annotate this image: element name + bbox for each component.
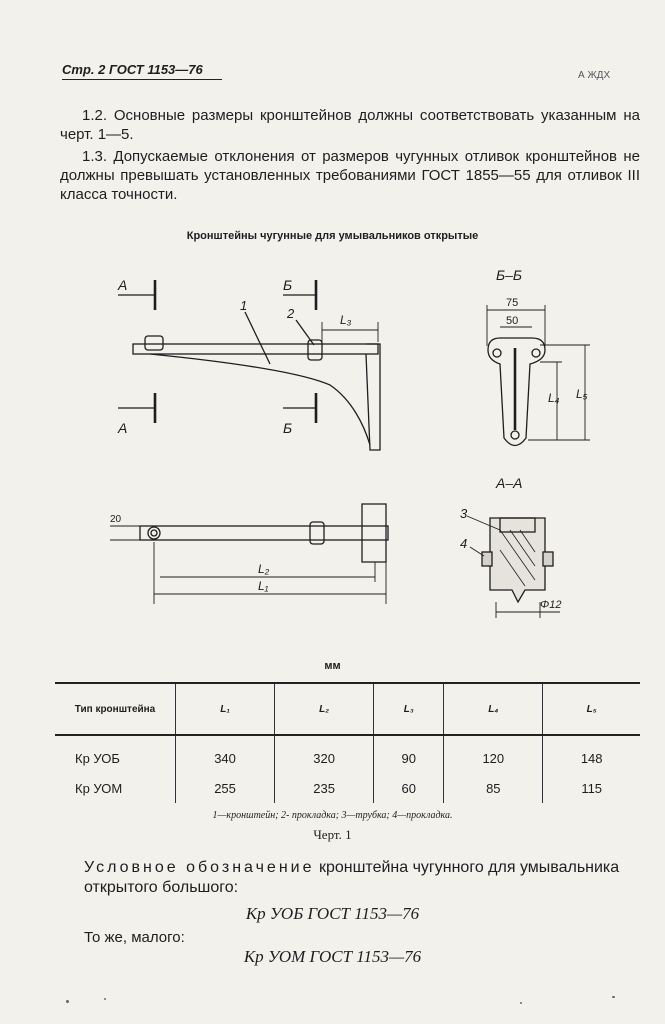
section-bb-view: Б–Б 75 50 L₄ L₅ bbox=[486, 267, 590, 447]
cell-l4: 85 bbox=[443, 773, 543, 803]
leader-3: 3 bbox=[460, 506, 468, 521]
technical-drawing: А А Б Б 1 2 L₃ bbox=[110, 267, 590, 618]
leader-1: 1 bbox=[240, 298, 247, 313]
scan-speck bbox=[612, 996, 615, 998]
header-l2: L₂ bbox=[274, 682, 374, 736]
section-mark-a-bottom: А bbox=[117, 420, 127, 436]
dim-20: 20 bbox=[110, 514, 122, 525]
leader-2: 2 bbox=[286, 306, 295, 321]
cell-l1: 340 bbox=[174, 735, 275, 773]
header-l1: L₁ bbox=[174, 682, 275, 736]
section-aa-view: А–А 3 4 Φ12 bbox=[460, 475, 561, 618]
leader-4: 4 bbox=[460, 536, 467, 551]
cell-l2: 235 bbox=[274, 773, 374, 803]
cell-type: Кр УОБ bbox=[75, 750, 120, 766]
designation-code-small: Кр УОМ ГОСТ 1153—76 bbox=[243, 947, 422, 966]
cell-l5: 115 bbox=[542, 773, 640, 803]
section-mark-b-top: Б bbox=[283, 277, 292, 293]
cell-l5: 148 bbox=[542, 735, 640, 773]
cell-l4: 120 bbox=[443, 735, 543, 773]
cell-l3: 60 bbox=[373, 773, 444, 803]
paragraph-1-3: 1.3. Допускаемые отклонения от размеров … bbox=[60, 148, 640, 203]
table-row: Кр УОБ 340 320 90 120 148 bbox=[55, 735, 640, 773]
header-l3: L₃ bbox=[373, 682, 444, 736]
figure-title: Кронштейны чугунные для умывальников отк… bbox=[186, 230, 479, 242]
cell-l1: 255 bbox=[174, 773, 275, 803]
dim-l1: L₁ bbox=[258, 579, 269, 593]
dim-phi12: Φ12 bbox=[540, 599, 561, 611]
dim-l2: L₂ bbox=[258, 562, 270, 576]
dimensions-table: Тип кронштейна L₁ L₂ L₃ L₄ L₅ Кр УОБ 340… bbox=[55, 682, 640, 803]
scan-speck bbox=[66, 1000, 69, 1003]
dim-l5: L₅ bbox=[576, 387, 588, 401]
section-mark-b-bottom: Б bbox=[283, 420, 292, 436]
scan-speck bbox=[104, 998, 106, 1000]
scan-speck bbox=[520, 1002, 522, 1004]
table-header-row: Тип кронштейна L₁ L₂ L₃ L₄ L₅ bbox=[55, 682, 640, 736]
side-view: А А Б Б 1 2 L₃ bbox=[117, 277, 381, 451]
designation-rest: кронштейна чугунного для умывальника отк… bbox=[84, 859, 620, 896]
cell-l3: 90 bbox=[373, 735, 444, 773]
designation-same-small: То же, малого: bbox=[84, 929, 185, 946]
designation-lead: Условное обозначение bbox=[84, 859, 315, 876]
dim-l3: L₃ bbox=[340, 313, 352, 327]
top-view: 20 L₂ L₁ bbox=[110, 503, 389, 604]
paragraph-1-2: 1.2. Основные размеры кронштейнов должны… bbox=[60, 107, 640, 143]
designation-text: Условное обозначение кронштейна чугунног… bbox=[84, 858, 640, 898]
page-header: Стр. 2 ГОСТ 1153—76 bbox=[62, 62, 222, 80]
dim-75: 75 bbox=[506, 297, 518, 309]
figure-legend: 1—кронштейн; 2- прокладка; 3—трубка; 4—п… bbox=[212, 810, 453, 821]
header-type: Тип кронштейна bbox=[55, 682, 176, 736]
section-aa-label: А–А bbox=[495, 475, 522, 491]
table-unit: мм bbox=[324, 660, 341, 672]
corner-mark: А ЖДХ bbox=[578, 70, 611, 81]
table-row: Кр УОМ 255 235 60 85 115 bbox=[55, 773, 640, 803]
cell-l2: 320 bbox=[274, 735, 374, 773]
header-l5: L₅ bbox=[542, 682, 640, 736]
dim-l4: L₄ bbox=[548, 391, 560, 405]
dim-50: 50 bbox=[506, 315, 518, 327]
header-l4: L₄ bbox=[443, 682, 543, 736]
section-bb-label: Б–Б bbox=[496, 267, 522, 283]
designation-code-big: Кр УОБ ГОСТ 1153—76 bbox=[245, 904, 420, 923]
section-mark-a-top: А bbox=[117, 277, 127, 293]
cell-type: Кр УОМ bbox=[75, 780, 123, 796]
figure-caption: Черт. 1 bbox=[313, 827, 352, 842]
